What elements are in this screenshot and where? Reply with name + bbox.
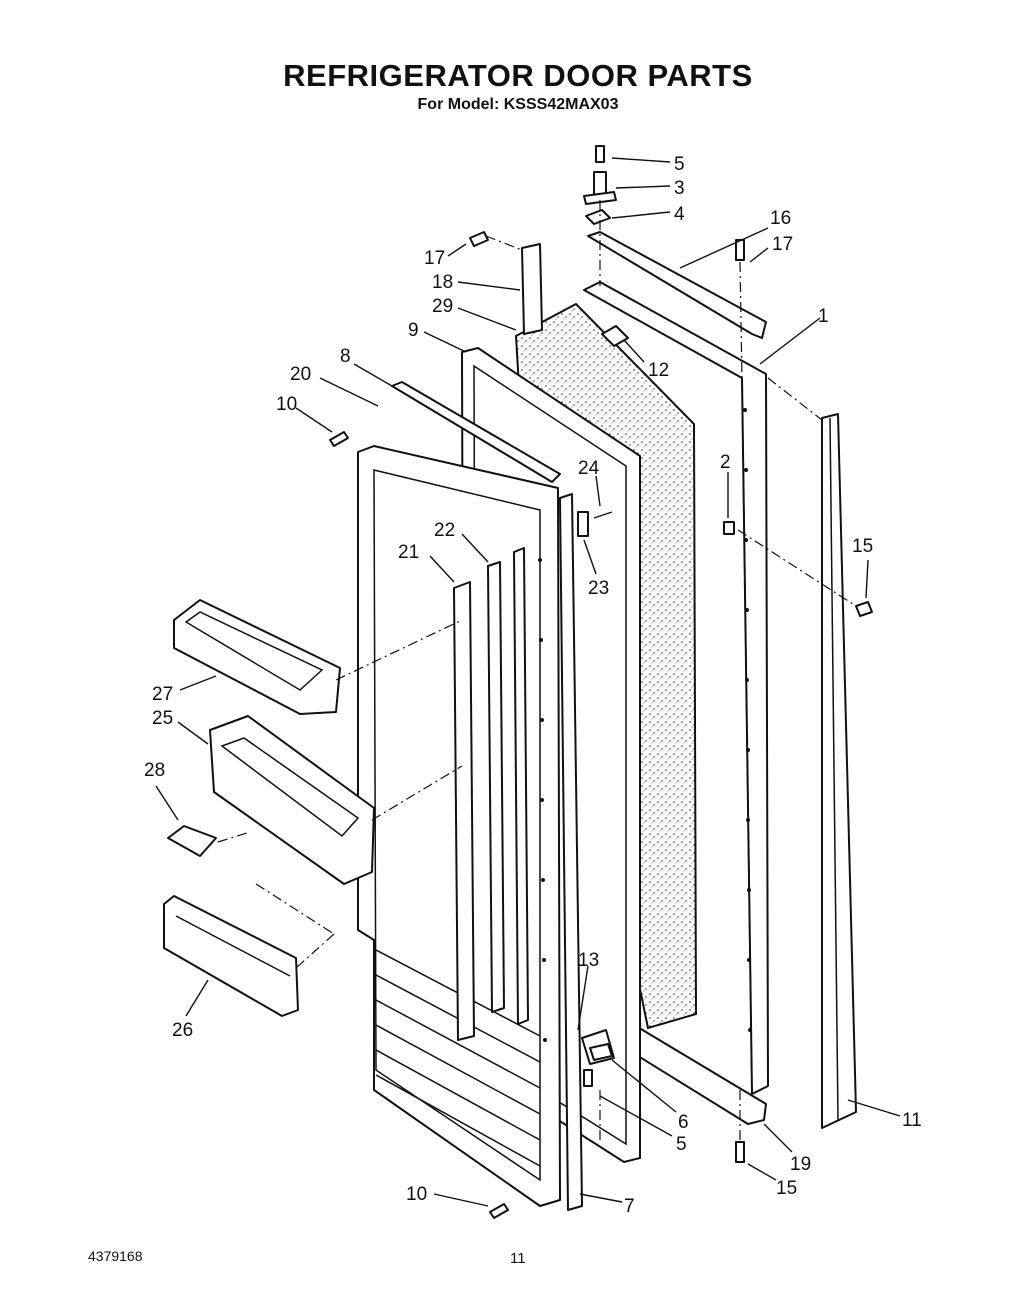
callout-17-right: 17: [772, 234, 793, 255]
part-27-shelf-bin: [173, 599, 341, 715]
part-25-compartment: [209, 715, 375, 885]
callout-17-left: 17: [424, 248, 445, 269]
callout-11: 11: [902, 1110, 922, 1131]
part-21-channel: [453, 581, 475, 1041]
callout-10-top: 10: [276, 394, 297, 415]
part-24-screw: [593, 511, 613, 519]
part-15-screw-right: [855, 601, 873, 617]
leader-lines: [155, 157, 901, 1207]
part-7-edge-trim: [559, 493, 583, 1211]
callout-15-right: 15: [852, 536, 873, 557]
callout-1: 1: [818, 306, 829, 327]
part-2-clip: [723, 521, 735, 535]
part-17-screw-left: [469, 231, 489, 247]
callout-29: 29: [432, 296, 453, 317]
part-5-screw-top: [595, 145, 605, 163]
callout-15-bottom: 15: [776, 1178, 797, 1199]
part-5-screw-bottom: [583, 1069, 593, 1087]
callout-6: 6: [678, 1112, 689, 1133]
part-15-screw-bottom: [735, 1141, 745, 1163]
alignment-lines: [217, 200, 857, 1140]
callout-10-bottom: 10: [406, 1184, 427, 1205]
callout-23: 23: [588, 578, 609, 599]
part-10-screw-bottom: [489, 1203, 509, 1219]
part-23-bracket: [577, 511, 589, 537]
page-number: 11: [510, 1250, 526, 1267]
part-8-top-trim: [391, 381, 561, 483]
part-18-stiffener: [521, 243, 543, 335]
callout-16: 16: [770, 208, 791, 229]
callout-3: 3: [674, 178, 685, 199]
part-17-screw-right: [735, 239, 745, 261]
callout-18: 18: [432, 272, 453, 293]
part-4-washer: [585, 209, 611, 225]
callout-24: 24: [578, 458, 600, 479]
callout-5: 5: [674, 154, 685, 175]
callout-21: 21: [398, 542, 419, 563]
part-3-hinge-pin: [583, 171, 617, 205]
callout-9: 9: [408, 320, 419, 341]
part-28-tray: [167, 825, 217, 857]
page-title: REFRIGERATOR DOOR PARTS: [283, 58, 753, 93]
callout-28: 28: [144, 760, 165, 781]
part-6-washer: [589, 1043, 613, 1061]
callout-4: 4: [674, 204, 685, 225]
callout-19: 19: [790, 1154, 811, 1175]
callout-27: 27: [152, 684, 173, 705]
callout-13: 13: [578, 950, 599, 971]
part-22-channel: [487, 547, 529, 1025]
part-11-side-trim: [821, 413, 857, 1129]
part-16-top-bracket: [587, 231, 767, 339]
callout-12: 12: [648, 360, 669, 381]
callout-5-bottom: 5: [676, 1134, 687, 1155]
callout-25: 25: [152, 708, 173, 729]
callout-26: 26: [172, 1020, 193, 1041]
callout-22: 22: [434, 520, 455, 541]
callout-2: 2: [720, 452, 731, 473]
callout-20: 20: [290, 364, 311, 385]
callout-7: 7: [624, 1196, 635, 1217]
document-number: 4379168: [88, 1248, 143, 1264]
callout-labels: 5 3 4 16 17 17 18 29 1 9 12 8 20 10 24 2…: [144, 154, 922, 1217]
model-subtitle: For Model: KSSS42MAX03: [417, 96, 619, 113]
part-10-screw-top: [329, 431, 349, 447]
part-26-trim-panel: [163, 895, 299, 1017]
callout-8: 8: [340, 346, 351, 367]
part-12-clip: [601, 325, 629, 347]
